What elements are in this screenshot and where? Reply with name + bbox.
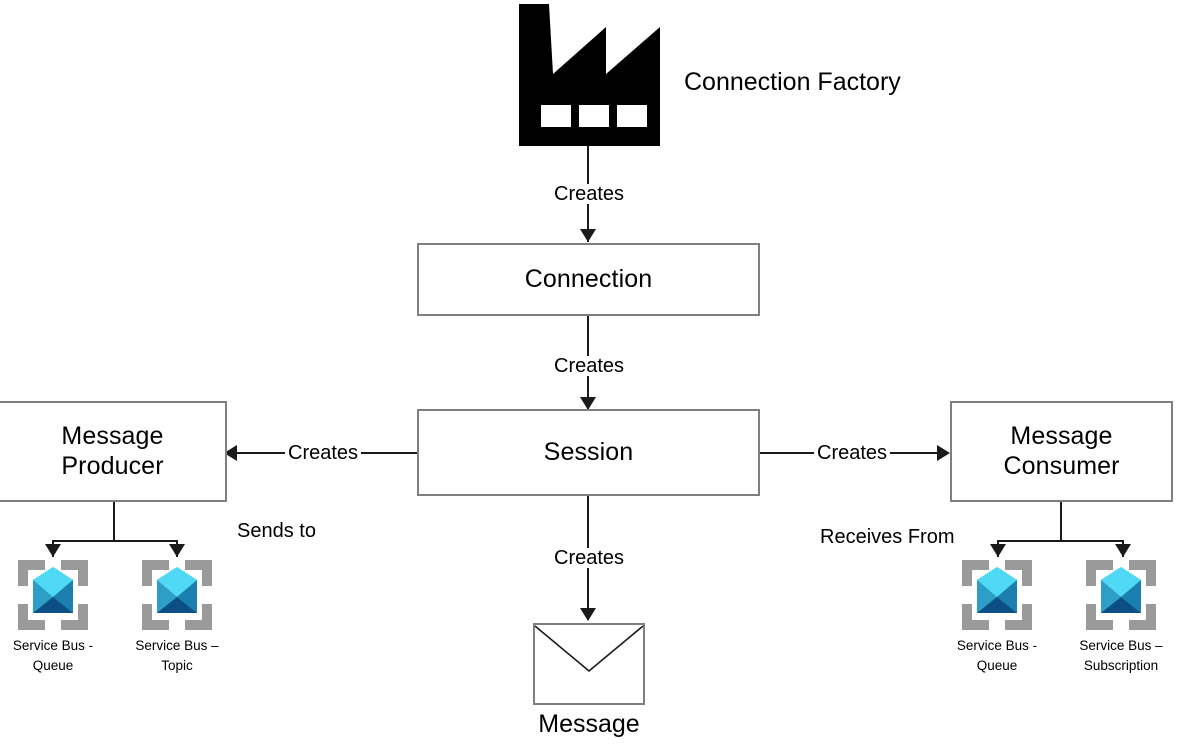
arrowhead-session-to-message bbox=[580, 608, 596, 621]
node-connection-label: Connection bbox=[524, 264, 653, 293]
service-bus-caption: Service Bus – Subscription bbox=[1079, 638, 1163, 673]
connector-producer-branch bbox=[52, 540, 176, 542]
edge-label-session-to-message: Creates bbox=[551, 548, 628, 568]
arrowhead-consumer-to-queue bbox=[990, 544, 1006, 557]
connector-consumer-stem bbox=[1060, 502, 1062, 542]
service-bus-node-producer-queue[interactable]: Service Bus - Queue bbox=[0, 557, 108, 675]
node-message-producer-label: Message Producer bbox=[61, 422, 164, 480]
node-message-consumer-label: Message Consumer bbox=[1003, 422, 1120, 480]
arrowhead-session-to-producer bbox=[224, 445, 237, 461]
service-bus-node-producer-topic[interactable]: Service Bus – Topic bbox=[122, 557, 232, 675]
service-bus-caption: Service Bus - Queue bbox=[12, 638, 94, 673]
service-bus-icon bbox=[15, 557, 91, 633]
service-bus-caption: Service Bus - Queue bbox=[956, 638, 1038, 673]
node-message-producer[interactable]: Message Producer bbox=[0, 401, 227, 502]
connector-consumer-branch bbox=[997, 540, 1122, 542]
connector-producer-stem bbox=[113, 502, 115, 542]
service-bus-icon bbox=[1083, 557, 1159, 633]
edge-label-session-to-producer: Creates bbox=[285, 443, 362, 463]
arrowhead-producer-to-topic bbox=[169, 544, 185, 557]
service-bus-caption: Service Bus – Topic bbox=[135, 638, 219, 673]
node-connection[interactable]: Connection bbox=[417, 243, 760, 316]
service-bus-node-consumer-queue[interactable]: Service Bus - Queue bbox=[942, 557, 1052, 675]
node-session-label: Session bbox=[543, 437, 634, 466]
node-session[interactable]: Session bbox=[417, 409, 760, 496]
connection-factory-label: Connection Factory bbox=[684, 68, 901, 96]
arrowhead-factory-to-connection bbox=[580, 229, 596, 242]
edge-label-session-to-consumer: Creates bbox=[814, 443, 891, 463]
service-bus-icon bbox=[139, 557, 215, 633]
node-message-consumer[interactable]: Message Consumer bbox=[950, 401, 1173, 502]
service-bus-node-consumer-subscription[interactable]: Service Bus – Subscription bbox=[1060, 557, 1181, 675]
edge-label-connection-to-session: Creates bbox=[551, 356, 628, 376]
arrowhead-producer-to-queue bbox=[45, 544, 61, 557]
service-bus-icon bbox=[959, 557, 1035, 633]
arrowhead-session-to-consumer bbox=[937, 445, 950, 461]
node-message-label: Message bbox=[538, 710, 640, 738]
factory-icon bbox=[513, 4, 663, 151]
edge-label-consumer-receives-from: Receives From bbox=[820, 526, 955, 548]
edge-label-producer-sends-to: Sends to bbox=[237, 520, 316, 542]
envelope-icon[interactable] bbox=[533, 623, 645, 710]
edge-label-factory-to-connection: Creates bbox=[551, 184, 628, 204]
arrowhead-connection-to-session bbox=[580, 397, 596, 410]
arrowhead-consumer-to-subscription bbox=[1115, 544, 1131, 557]
